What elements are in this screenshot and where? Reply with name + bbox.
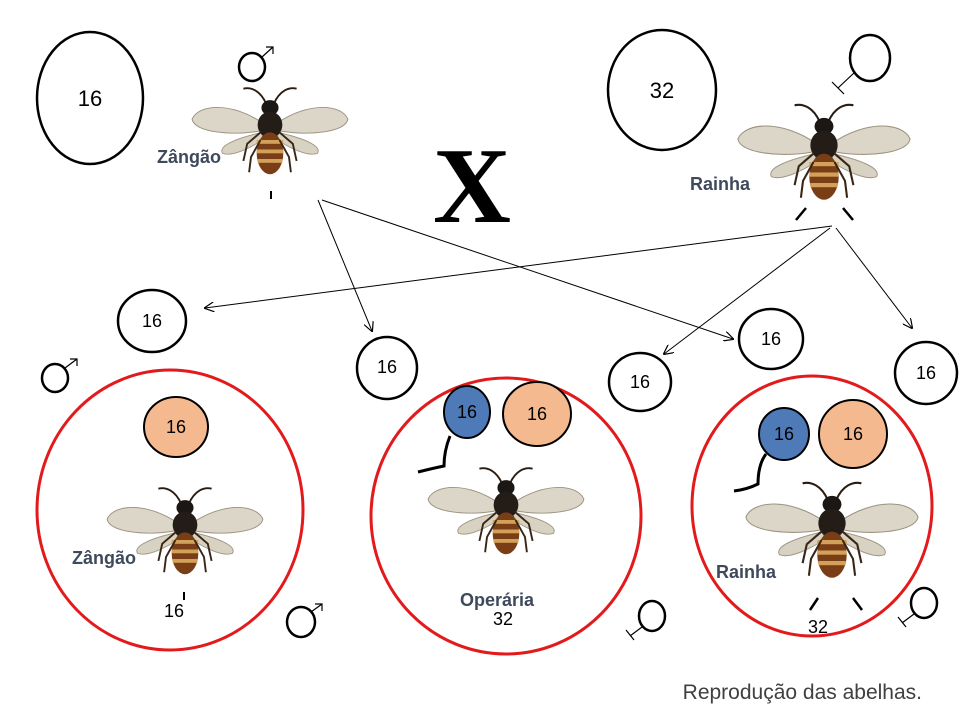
cross-symbol: X: [433, 127, 511, 246]
gamete-3: 16: [607, 351, 673, 413]
queen-maternal-value: 16: [843, 424, 863, 444]
queen-paternal-value: 16: [774, 424, 794, 444]
offspring-queen-count: 32: [808, 617, 828, 637]
female-symbol: [625, 599, 667, 641]
gamete-3-value: 16: [630, 372, 650, 392]
female-parent-bee: [736, 103, 912, 221]
gamete-1-value: 16: [142, 311, 162, 331]
female-parent-chromosome-cell: 32: [606, 28, 718, 152]
gamete-5: 16: [893, 340, 959, 406]
worker-maternal-value: 16: [527, 404, 547, 424]
arrow-male-to-gamete-2: [317, 199, 372, 331]
gamete-1: 16: [116, 288, 188, 354]
gamete-4-value: 16: [761, 329, 781, 349]
gamete-2-value: 16: [377, 357, 397, 377]
male-parent-chromosome-count: 16: [78, 86, 102, 111]
gamete-5-value: 16: [916, 363, 936, 383]
gamete-2: 16: [355, 335, 419, 401]
queen-maternal-set: [818, 399, 888, 469]
offspring-worker-count: 32: [493, 609, 513, 629]
offspring-queen-label: Rainha: [716, 562, 777, 582]
worker-paternal-value: 16: [457, 402, 477, 422]
arrow-female-to-gamete-5: [835, 227, 912, 328]
offspring-drone-label: Zângão: [72, 548, 136, 568]
gamete-4: 16: [737, 307, 805, 371]
female-parent-label: Rainha: [690, 174, 751, 194]
offspring-worker-label: Operária: [460, 590, 535, 610]
male-symbol: [40, 358, 78, 394]
arrow-female-to-gamete-3: [664, 227, 831, 354]
female-parent-chromosome-count: 32: [650, 78, 674, 103]
drone-set-value: 16: [166, 417, 186, 437]
offspring-queen: 16 16 Rainha 32: [690, 374, 934, 638]
worker-paternal-set: [443, 385, 491, 439]
female-symbol: [831, 33, 892, 95]
gamete-arrows: [205, 199, 912, 354]
male-parent-bee: [191, 87, 349, 199]
caption: Reprodução das abelhas.: [682, 681, 922, 704]
offspring-worker: 16 16 Operária 32: [369, 376, 643, 656]
drone-maternal-set: [143, 396, 209, 458]
male-symbol: [285, 603, 323, 639]
arrow-male-to-gamete-4: [321, 199, 733, 339]
offspring-drone: 16 Zângão 16: [35, 368, 305, 652]
queen-paternal-set: [758, 407, 810, 461]
male-symbol: [237, 46, 274, 83]
worker-maternal-set: [502, 381, 572, 447]
male-parent-chromosome-cell: 16: [35, 30, 145, 166]
male-parent-label: Zângão: [157, 147, 221, 167]
arrow-female-to-gamete-1: [205, 225, 833, 308]
female-symbol: [897, 586, 939, 628]
offspring-drone-count: 16: [164, 601, 184, 621]
